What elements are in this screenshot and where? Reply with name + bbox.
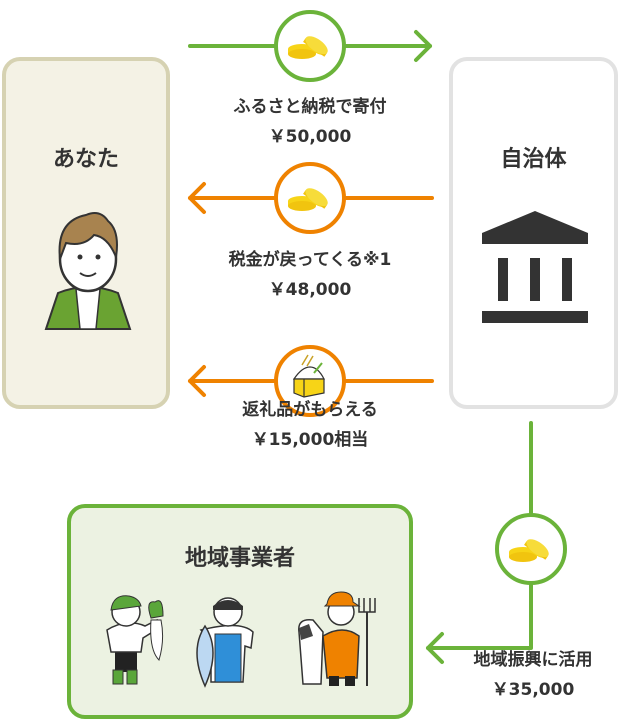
building-icon [482,211,588,323]
municipality-title: 自治体 [500,147,567,172]
flow-text: 税金が戻ってくる※1 [228,250,392,270]
coins-icon [288,36,328,59]
flow-label-donation: ふるさと納税で寄付 ￥50,000 [180,92,440,152]
you-title: あなた [52,147,119,172]
businesses-title: 地域事業者 [184,546,295,571]
dairy-farmer-illustration [298,591,376,686]
flow-label-gift: 返礼品がもらえる ￥15,000相当 [180,395,440,455]
arrow-regional [426,421,533,664]
businesses-box: 地域事業者 [67,504,413,719]
flow-amount: ￥35,000 [491,680,575,700]
flow-text: 地域振興に活用 [473,650,593,670]
farmer-illustration [106,595,164,685]
flow-amount: ￥15,000相当 [251,430,369,450]
municipality-box: 自治体 [449,57,618,409]
flow-text: 返礼品がもらえる [242,400,378,420]
coins-icon [288,188,328,211]
you-box: あなた [2,57,170,409]
flow-amount: ￥48,000 [268,280,352,300]
flow-label-regional: 地域振興に活用 ￥35,000 [398,645,620,705]
coins-icon [509,539,549,562]
rice-bag-icon [292,354,325,398]
flow-label-tax-return: 税金が戻ってくる※1 ￥48,000 [180,245,440,305]
flow-amount: ￥50,000 [268,127,352,147]
fisherman-illustration [196,597,254,688]
person-illustration [44,212,132,330]
flow-text: ふるさと納税で寄付 [233,97,387,117]
